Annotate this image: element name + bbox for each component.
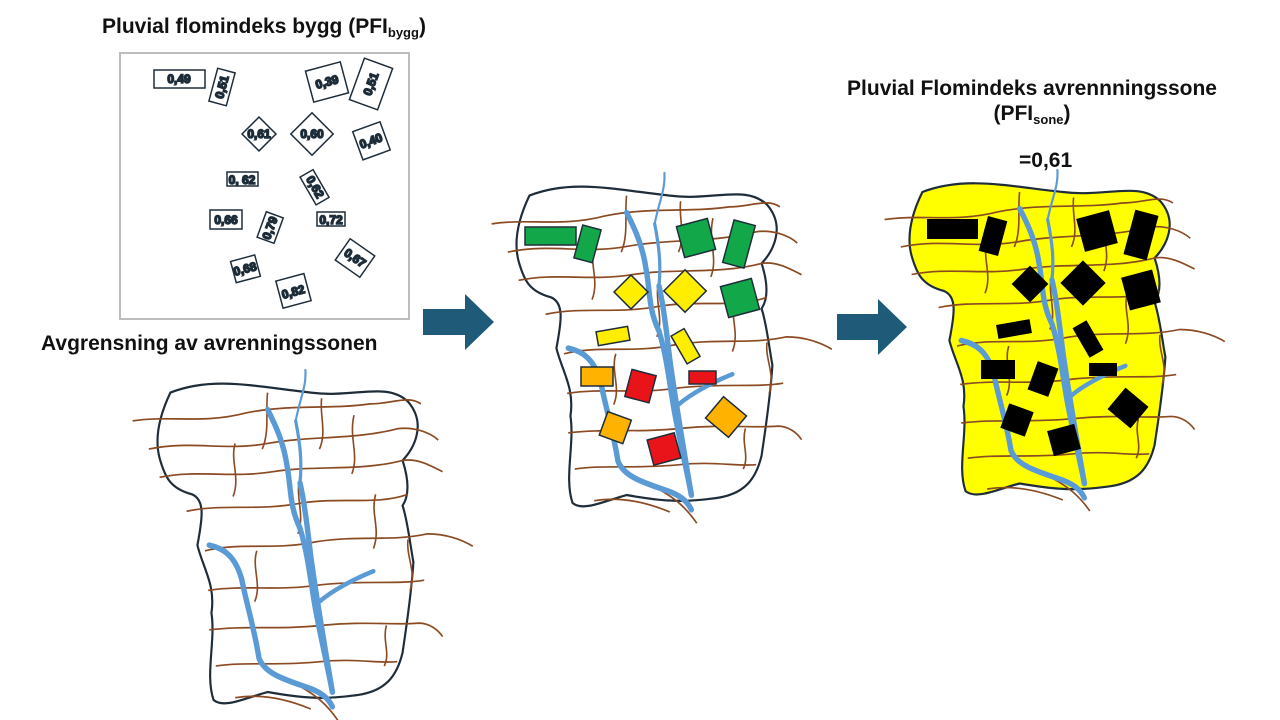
building-black — [1107, 387, 1149, 429]
building-value-text: 0,68 — [232, 259, 258, 279]
building-green — [573, 224, 603, 264]
building-yellow — [662, 268, 708, 314]
building-value-text: 0,51 — [212, 74, 232, 100]
building-label: 0,51 — [207, 67, 237, 107]
catchment-building-map — [490, 173, 833, 525]
arrow-right-icon — [423, 294, 494, 350]
building-label: 0,51 — [348, 57, 394, 111]
zone-index-value: =0,61 — [1019, 149, 1073, 172]
building-value-text: 0, 62 — [229, 173, 256, 187]
building-black — [1089, 363, 1117, 376]
building-label: 0,68 — [229, 254, 262, 284]
building-red — [623, 368, 658, 404]
building-label: 0,82 — [274, 272, 313, 310]
building-black — [1072, 320, 1104, 358]
zone-index-title: Pluvial Flomindeks avrennningssone (PFIs… — [847, 77, 1217, 128]
delineation-title: Avgrensning av avrenningssonen — [41, 332, 378, 355]
building-black — [1123, 209, 1159, 261]
building-value-text: 0,39 — [314, 72, 340, 92]
building-yellow — [670, 327, 702, 365]
building-index-panel: 0,49 0,51 0,39 0,51 0,61 0,60 0,40 0, 62… — [119, 52, 410, 320]
catchment-delineation-map — [131, 370, 474, 720]
building-black — [927, 219, 978, 239]
building-red — [688, 370, 717, 385]
building-orange — [580, 366, 614, 387]
building-value-text: 0,82 — [280, 282, 306, 302]
building-black — [996, 319, 1032, 339]
building-black — [981, 360, 1015, 379]
building-yellow — [595, 325, 631, 347]
building-black — [1076, 210, 1118, 252]
building-green — [524, 226, 577, 246]
building-green — [675, 217, 717, 259]
building-label: 0, 62 — [226, 171, 259, 188]
building-black — [1047, 423, 1081, 457]
building-yellow — [612, 273, 650, 311]
building-label: 0,49 — [153, 69, 206, 89]
building-orange — [704, 395, 748, 439]
building-value-text: 0,66 — [214, 213, 238, 227]
building-red — [646, 431, 682, 467]
building-index-title: Pluvial flomindeks bygg (PFIbygg) — [102, 15, 426, 40]
building-value-text: 0,72 — [319, 213, 343, 227]
building-label — [240, 115, 278, 153]
building-black — [978, 216, 1008, 256]
building-green — [721, 218, 757, 270]
colored-buildings — [524, 217, 761, 467]
building-label: 0,40 — [351, 120, 392, 161]
building-label — [289, 111, 335, 157]
building-value-text: 0,60 — [300, 127, 324, 141]
building-value-text: 0,49 — [167, 72, 191, 86]
building-orange — [598, 410, 633, 445]
building-label: 0,79 — [256, 210, 285, 245]
building-label: 0,66 — [209, 209, 243, 230]
building-black — [1011, 265, 1049, 303]
building-label: 0,39 — [304, 60, 350, 104]
building-black — [1000, 403, 1034, 437]
building-black — [1027, 361, 1059, 397]
building-black — [1121, 269, 1161, 311]
building-label: 0,72 — [316, 211, 346, 228]
building-green — [719, 277, 761, 319]
arrow-right-icon — [837, 299, 907, 355]
building-value-text: 0,61 — [247, 127, 271, 141]
building-label: 0,67 — [334, 237, 376, 279]
